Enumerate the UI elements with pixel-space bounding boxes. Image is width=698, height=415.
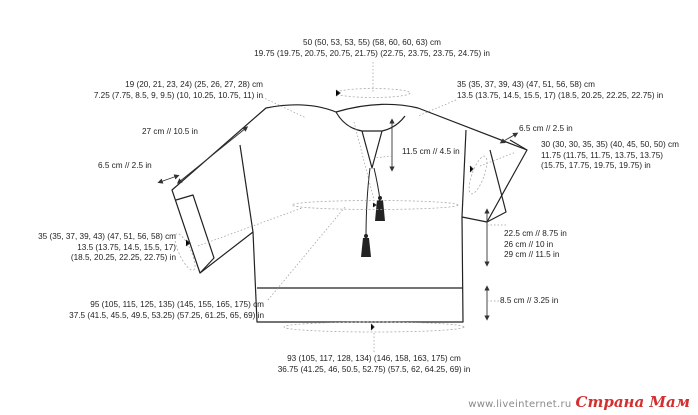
tassel-right-icon	[375, 196, 385, 221]
label-shoulder-right: 35 (35, 37, 39, 43) (47, 51, 56, 58) cm …	[457, 80, 664, 100]
label-body-length: 22.5 cm // 8.75 in 26 cm // 10 in 29 cm …	[504, 229, 567, 259]
label-cuff-right: 6.5 cm // 2.5 in	[519, 124, 573, 133]
label-top-width: 50 (50, 53, 53, 55) (58, 60, 60, 63) cm …	[254, 38, 490, 58]
measure-ellipses	[174, 88, 488, 333]
chest-ellipse	[291, 200, 459, 210]
label-shoulder-left: 19 (20, 21, 23, 24) (25, 26, 27, 28) cm …	[93, 80, 263, 100]
tunic-outline	[171, 103, 528, 323]
label-sleeve-length: 27 cm // 10.5 in	[142, 127, 198, 136]
label-neck-depth: 11.5 cm // 4.5 in	[402, 147, 460, 156]
leader-lines	[197, 62, 517, 352]
watermark-url[interactable]: www.liveinternet.ru	[468, 399, 572, 410]
label-hem: 8.5 cm // 3.25 in	[500, 296, 559, 305]
label-sleeve-width: 35 (35, 37, 39, 43) (47, 51, 56, 58) cm …	[38, 232, 176, 262]
label-armhole: 30 (30, 30, 35, 35) (40, 45, 50, 50) cm …	[541, 140, 679, 170]
bottom-ellipse	[283, 321, 465, 333]
label-cuff-left: 6.5 cm // 2.5 in	[98, 161, 152, 170]
top-width-ellipse	[335, 88, 411, 98]
watermark-brand: Страна Мам	[575, 393, 690, 411]
cuff-left-ellipse	[174, 233, 196, 271]
label-bottom-width: 93 (105, 117, 128, 134) (146, 158, 163, …	[277, 354, 471, 374]
center-ticks	[185, 89, 474, 331]
tassel-left-icon	[361, 234, 371, 257]
dimension-arrows	[157, 118, 519, 321]
label-chest: 95 (105, 115, 125, 135) (145, 155, 165, …	[69, 300, 264, 320]
cuff-right-ellipse	[468, 155, 488, 195]
